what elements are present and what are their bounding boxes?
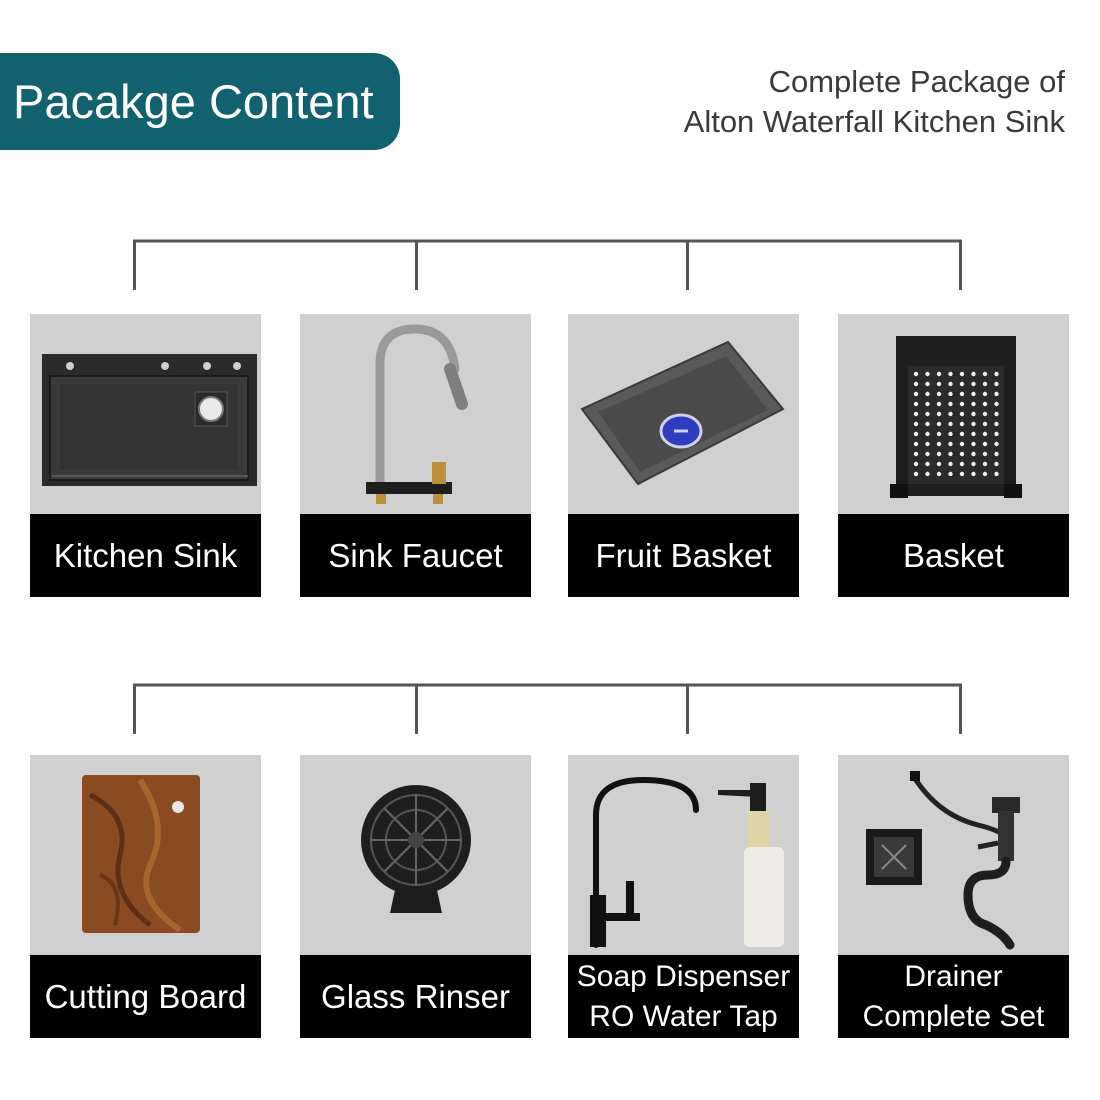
fruit-basket-icon [580, 340, 785, 486]
label-glass-rinser: Glass Rinser [300, 955, 531, 1038]
label-sink-faucet: Sink Faucet [300, 514, 531, 597]
soap-dispenser-ro-tap-icon [590, 776, 784, 948]
row-1-connector [133, 239, 962, 290]
label-drainer-set: Drainer Complete Set [838, 955, 1069, 1038]
item-glass-rinser: Glass Rinser [300, 755, 531, 1038]
drainer-set-icon [866, 771, 1020, 950]
label-fruit-basket: Fruit Basket [568, 514, 799, 597]
item-sink-faucet: Sink Faucet [300, 314, 531, 597]
faucet-icon [366, 324, 468, 504]
item-kitchen-sink: Kitchen Sink [30, 314, 261, 597]
item-fruit-basket: Fruit Basket [568, 314, 799, 597]
item-basket: Basket [838, 314, 1069, 597]
kitchen-sink-icon [42, 354, 257, 486]
item-soap-dispenser-ro-tap: Soap Dispenser RO Water Tap [568, 755, 799, 1038]
subtitle-line-1: Complete Package of [768, 64, 1065, 99]
package-subtitle: Complete Package of Alton Waterfall Kitc… [684, 62, 1065, 142]
glass-rinser-icon [361, 785, 471, 913]
cutting-board-icon [82, 775, 200, 933]
label-soap-dispenser-ro-tap: Soap Dispenser RO Water Tap [568, 955, 799, 1038]
banner-title: Pacakge Content [13, 75, 374, 128]
package-content-banner: Pacakge Content [0, 53, 400, 150]
subtitle-line-2: Alton Waterfall Kitchen Sink [683, 104, 1065, 139]
item-cutting-board: Cutting Board [30, 755, 261, 1038]
item-drainer-set: Drainer Complete Set [838, 755, 1069, 1038]
label-kitchen-sink: Kitchen Sink [30, 514, 261, 597]
label-cutting-board: Cutting Board [30, 955, 261, 1038]
row-2-connector [133, 683, 962, 734]
label-basket: Basket [838, 514, 1069, 597]
colander-basket-icon [890, 336, 1022, 498]
